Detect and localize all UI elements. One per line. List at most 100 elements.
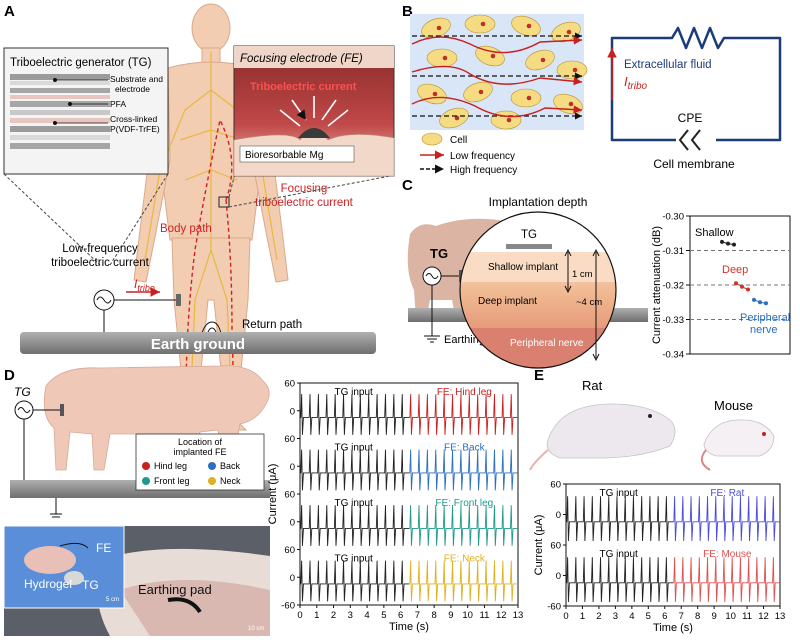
x-tick-label: 13 <box>513 610 524 621</box>
cell-nucleus <box>436 25 442 31</box>
implant-depth-title: Implantation depth <box>489 195 588 209</box>
x-tick-label: 3 <box>613 611 618 622</box>
chart-axes <box>565 483 781 607</box>
photo-label-tg: TG <box>82 578 99 592</box>
panel-letter-a: A <box>4 3 15 20</box>
cell-nucleus <box>568 101 574 107</box>
d-ac-source <box>14 400 62 518</box>
cell <box>475 45 505 67</box>
legend-label: Neck <box>220 476 241 486</box>
y-tick-label: -0.34 <box>662 350 684 361</box>
series-label-deep: Deep <box>722 264 748 276</box>
itribo-label: Itribo <box>624 74 648 92</box>
tg-electrode <box>176 294 181 306</box>
x-tick-label: 4 <box>629 611 634 622</box>
photo-scale: 5 cm <box>106 597 119 603</box>
panel-c: C Implantation depth TG Earthing pad TG … <box>402 177 791 369</box>
y-tick-label: 0 <box>290 573 295 584</box>
tg-layer-label: electrode <box>115 84 150 94</box>
x-tick-label: 8 <box>432 610 437 621</box>
panel-b: B Cell Low frequency High frequency Extr… <box>402 3 782 176</box>
low-frequency-path <box>411 96 583 118</box>
extracellular-label: Extracellular fluid <box>624 59 712 71</box>
photo-label-earthing: Earthing pad <box>138 582 212 597</box>
trace-right-label: FE: Rat <box>710 488 744 499</box>
dim-4cm: ~4 cm <box>576 297 602 308</box>
cell-nucleus <box>506 117 512 123</box>
x-tick-label: 5 <box>381 610 386 621</box>
membrane-label: Cell membrane <box>653 157 735 171</box>
x-tick-label: 1 <box>314 610 319 621</box>
attenuation-ylabel: Current attenuation (dB) <box>651 226 663 344</box>
d-electrode <box>60 404 64 416</box>
x-tick-label: 13 <box>775 611 786 622</box>
x-tick-label: 11 <box>480 610 490 621</box>
panel-d: D TG Location of implanted FE Hind leg B… <box>3 365 523 636</box>
panel-letter-c: C <box>402 177 413 194</box>
x-tick-label: 2 <box>331 610 336 621</box>
tg-input-trace <box>300 394 409 435</box>
legend-dot-neck <box>208 477 216 485</box>
depth-circle <box>459 211 617 369</box>
x-tick-label: 4 <box>364 610 369 621</box>
mouse-illustration <box>700 419 775 471</box>
cell <box>525 49 555 71</box>
cell <box>510 88 542 108</box>
series-label-nerve: nerve <box>750 324 778 336</box>
earth-ground-label: Earth ground <box>151 336 245 353</box>
x-tick-label: 0 <box>563 611 568 622</box>
y-tick-label: 0 <box>556 571 561 582</box>
x-tick-label: 7 <box>679 611 684 622</box>
y-tick-label: -60 <box>547 602 561 613</box>
ac-source <box>93 289 178 340</box>
x-tick-label: 9 <box>448 610 453 621</box>
cell-nucleus <box>540 57 546 63</box>
equivalent-circuit <box>610 26 782 142</box>
data-point <box>726 241 730 246</box>
c-tg-device <box>506 244 552 249</box>
y-tick-label: -0.30 <box>662 212 684 223</box>
lowfreq-label: Low-frequency <box>62 243 138 255</box>
series-label-shallow: Shallow <box>695 227 734 239</box>
shallow-label: Shallow implant <box>488 262 558 273</box>
fe-output-trace <box>409 449 518 491</box>
trace-left-label: TG input <box>334 498 373 509</box>
c-tg-label: TG <box>430 246 448 261</box>
legend-title: Location of <box>178 437 223 447</box>
x-tick-label: 11 <box>742 611 752 622</box>
trace-left-label: TG input <box>334 387 373 398</box>
cell-nucleus <box>478 89 484 95</box>
attenuation-chart: Current attenuation (dB) -0.30-0.31-0.32… <box>651 212 791 361</box>
y-tick-label: 60 <box>550 541 561 552</box>
data-point <box>752 297 756 302</box>
trace-left-label: TG input <box>334 443 373 454</box>
deep-label: Deep implant <box>478 296 537 307</box>
y-tick-label: 60 <box>284 490 295 501</box>
cell-nucleus <box>566 29 572 35</box>
y-tick-label: -0.32 <box>662 281 684 292</box>
tg-input-trace <box>566 496 673 542</box>
fe-title: Focusing electrode (FE) <box>240 53 363 65</box>
fe-inset: Focusing electrode (FE) Triboelectric cu… <box>233 45 395 177</box>
cpe-icon <box>678 129 701 151</box>
tg-layer-label: P(VDF-TrFE) <box>110 124 160 134</box>
x-tick-label: 9 <box>712 611 717 622</box>
experiment-photo: FE Hydrogel TG 5 cm Earthing pad 10 cm <box>3 525 271 636</box>
x-tick-label: 3 <box>348 610 353 621</box>
rat-illustration <box>529 403 676 471</box>
fe-output-trace <box>673 496 780 542</box>
x-axis-label: Time (s) <box>389 621 429 633</box>
legend-cell-icon <box>421 132 443 146</box>
cell <box>463 81 493 103</box>
zoom-line <box>3 173 101 266</box>
legend-label: Hind leg <box>154 461 187 471</box>
photo-scale: 10 cm <box>248 626 264 632</box>
trace-right-label: FE: Front leg <box>435 498 493 509</box>
data-point <box>764 301 768 306</box>
tg-inset: Triboelectric generator (TG) Substrate a… <box>3 47 169 175</box>
trace-left-label: TG input <box>334 554 373 565</box>
